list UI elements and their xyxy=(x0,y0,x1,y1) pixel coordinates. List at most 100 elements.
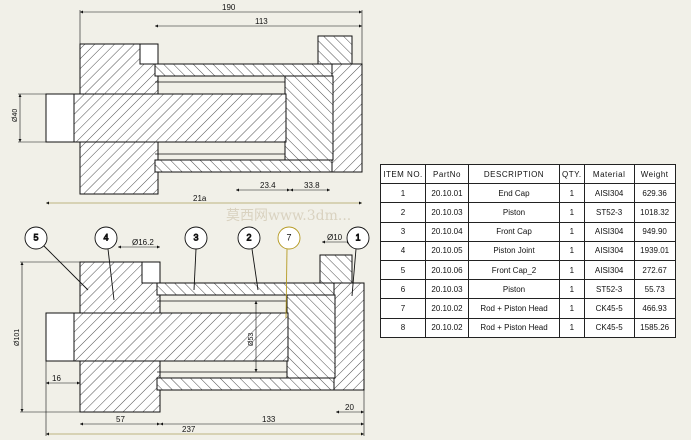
bom-cell-qty: 1 xyxy=(559,202,585,223)
bom-cell-item-no: 8 xyxy=(380,317,426,338)
bom-cell-item-no: 5 xyxy=(380,259,426,281)
dim-top-inner: 113 xyxy=(255,17,268,26)
bom-header-row: ITEM NO. PartNo DESCRIPTION QTY. Materia… xyxy=(380,163,676,185)
top-section-view xyxy=(45,35,363,195)
top-rod xyxy=(45,93,287,143)
balloon-3[interactable]: 3 xyxy=(184,226,208,291)
bom-cell-weight: 629.36 xyxy=(633,183,676,204)
balloon-2[interactable]: 2 xyxy=(237,226,261,291)
bom-cell-weight: 55.73 xyxy=(633,279,676,300)
dim-bottom-inner: Ø53 xyxy=(248,333,255,346)
bom-cell-material: AISI304 xyxy=(583,183,635,204)
svg-text:4: 4 xyxy=(103,232,108,242)
bottom-barrel-upper xyxy=(156,282,338,296)
bom-cell-weight: 1585.26 xyxy=(633,317,676,338)
bom-cell-material: ST52-3 xyxy=(583,279,635,300)
bom-cell-material: AISI304 xyxy=(583,259,635,281)
top-rod-end xyxy=(45,93,75,143)
bom-cell-weight: 1939.01 xyxy=(633,240,676,261)
top-end-cap xyxy=(331,63,363,173)
bom-cell-weight: 949.90 xyxy=(633,221,676,242)
bom-cell-description: Piston Joint xyxy=(468,240,560,261)
top-bolt xyxy=(139,43,159,65)
bom-cell-item-no: 4 xyxy=(380,240,426,261)
balloon-4[interactable]: 4 xyxy=(94,226,118,301)
dim-bottom-left: 16 xyxy=(52,374,61,383)
bill-of-materials-table: ITEM NO. PartNo DESCRIPTION QTY. Materia… xyxy=(380,163,676,338)
dim-bottom-a: 57 xyxy=(116,415,125,424)
bom-cell-qty: 1 xyxy=(559,221,585,242)
bom-cell-description: Rod + Piston Head xyxy=(468,317,560,338)
bom-cell-partno: 20.10.06 xyxy=(425,259,469,281)
bom-cell-material: AISI304 xyxy=(583,221,635,242)
bom-col-weight: Weight xyxy=(633,163,676,185)
top-piston xyxy=(284,75,334,161)
bom-cell-description: Front Cap xyxy=(468,221,560,242)
bom-cell-qty: 1 xyxy=(559,183,585,204)
bom-cell-qty: 1 xyxy=(559,259,585,281)
svg-text:7: 7 xyxy=(286,232,291,242)
dim-bottom-bore: Ø16.2 xyxy=(132,238,154,247)
balloon-5[interactable]: 5 xyxy=(24,226,89,291)
bom-cell-description: End Cap xyxy=(468,183,560,204)
bom-col-qty: QTY. xyxy=(559,163,585,185)
bom-cell-partno: 20.10.01 xyxy=(425,183,469,204)
bom-cell-qty: 1 xyxy=(559,298,585,319)
bom-cell-item-no: 7 xyxy=(380,298,426,319)
balloons: 5 4 3 2 7 1 xyxy=(24,226,370,319)
balloon-1[interactable]: 1 xyxy=(346,226,370,297)
bom-cell-item-no: 3 xyxy=(380,221,426,242)
watermark: 莫西网www.3dm... xyxy=(226,208,351,224)
bom-cell-partno: 20.10.02 xyxy=(425,317,469,338)
bom-cell-qty: 1 xyxy=(559,279,585,300)
balloon-7[interactable]: 7 xyxy=(277,226,301,319)
dim-top-diameter: Ø40 xyxy=(12,109,19,122)
dim-top-bottom-a: 23.4 xyxy=(260,181,276,190)
bom-cell-material: ST52-3 xyxy=(583,202,635,223)
bom-cell-partno: 20.10.04 xyxy=(425,221,469,242)
bom-cell-material: CK45-5 xyxy=(583,317,635,338)
bottom-dimensions xyxy=(20,240,365,436)
bom-cell-weight: 1018.32 xyxy=(633,202,676,223)
svg-text:5: 5 xyxy=(33,232,38,242)
bom-cell-description: Piston xyxy=(468,202,560,223)
svg-text:1: 1 xyxy=(355,232,360,242)
dim-bottom-b: 133 xyxy=(262,415,276,424)
dim-bottom-right: 20 xyxy=(345,403,354,412)
bottom-bolt xyxy=(141,261,161,284)
dim-bottom-diameter: Ø101 xyxy=(14,329,21,346)
bom-cell-partno: 20.10.05 xyxy=(425,240,469,261)
bom-cell-weight: 272.67 xyxy=(633,259,676,281)
bom-cell-item-no: 2 xyxy=(380,202,426,223)
top-port-fitting xyxy=(317,35,353,65)
bom-cell-partno: 20.10.03 xyxy=(425,279,469,300)
bottom-rod-end xyxy=(45,312,75,362)
bottom-end-cap xyxy=(333,282,365,391)
bom-col-material: Material xyxy=(583,163,635,185)
top-dimensions xyxy=(18,10,363,205)
dim-top-bottom-b: 33.8 xyxy=(304,181,320,190)
bom-cell-description: Rod + Piston Head xyxy=(468,298,560,319)
bottom-port-fitting xyxy=(319,254,353,284)
bom-cell-qty: 1 xyxy=(559,240,585,261)
bom-cell-partno: 20.10.02 xyxy=(425,298,469,319)
top-barrel-lower xyxy=(154,159,336,173)
bom-col-description: DESCRIPTION xyxy=(468,163,560,185)
bom-col-item-no: ITEM NO. xyxy=(380,163,426,185)
bom-cell-item-no: 6 xyxy=(380,279,426,300)
bottom-rod xyxy=(45,312,289,362)
top-barrel-upper xyxy=(154,63,336,77)
bottom-barrel-lower xyxy=(156,377,338,391)
bom-cell-qty: 1 xyxy=(559,317,585,338)
bom-cell-material: CK45-5 xyxy=(583,298,635,319)
dim-top-overall: 190 xyxy=(222,3,236,12)
